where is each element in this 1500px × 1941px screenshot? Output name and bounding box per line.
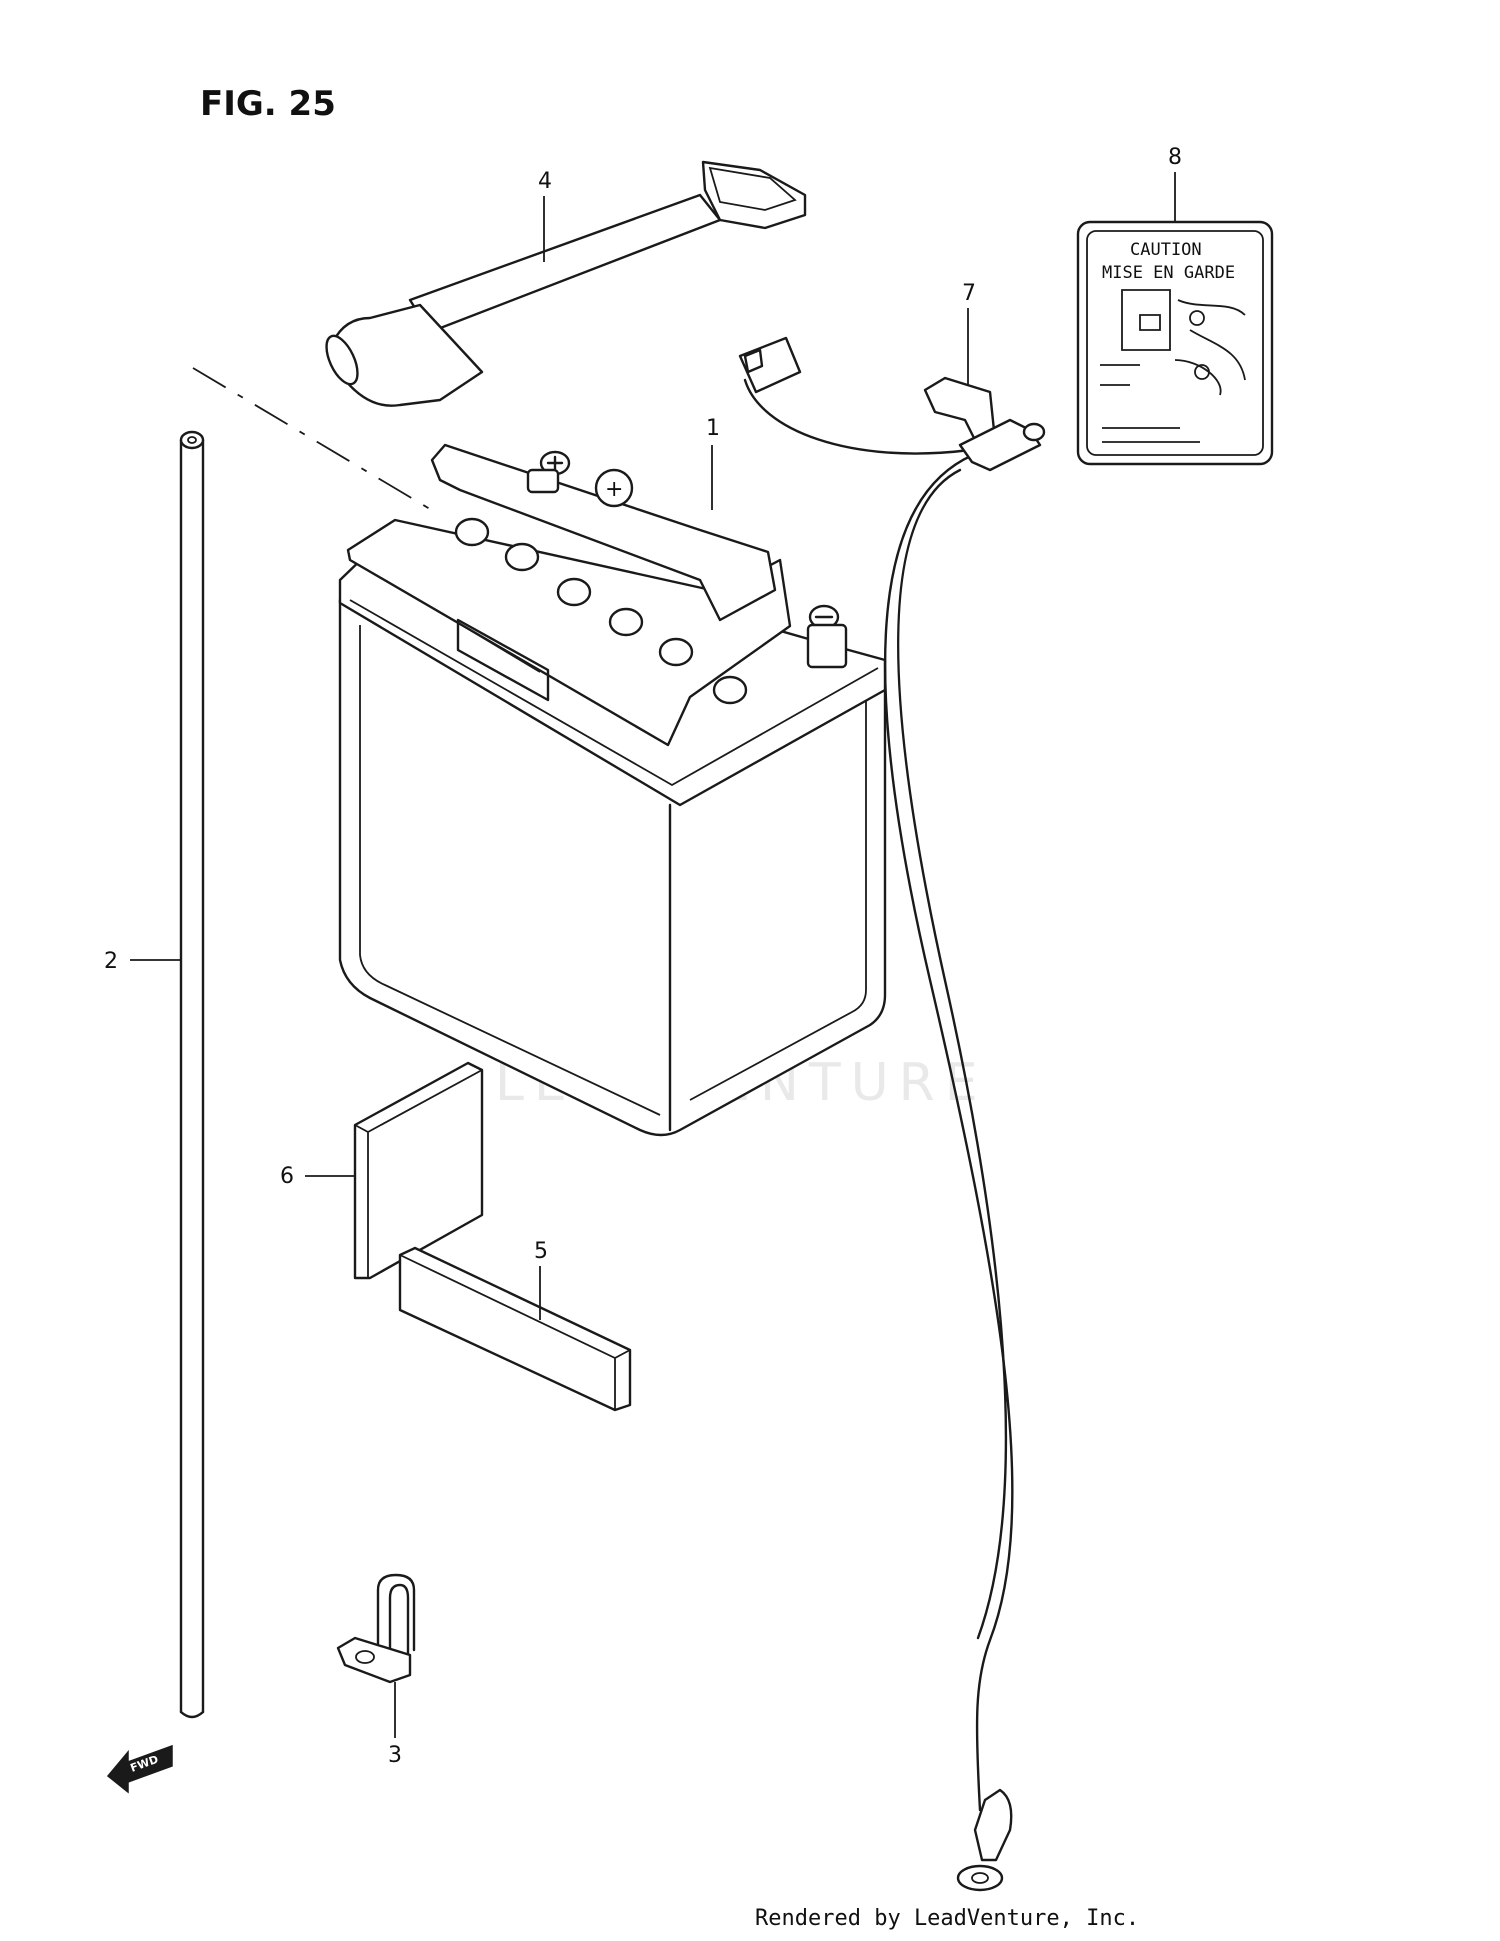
callout-label-5: 5	[534, 1239, 548, 1264]
part-5-pad	[398, 1246, 632, 1412]
part-3-clamp	[336, 1573, 416, 1684]
vent-caps	[454, 517, 748, 705]
fwd-arrow-icon: FWD	[106, 1744, 173, 1794]
callout-1: 1	[706, 416, 720, 510]
part-1-battery: +	[338, 443, 887, 1137]
callout-8: 8	[1168, 145, 1182, 222]
figure-title: FIG. 25	[200, 84, 336, 124]
callout-label-2: 2	[104, 949, 118, 974]
callout-label-1: 1	[706, 416, 720, 441]
part-8-caution-label: CAUTION MISE EN GARDE	[1076, 220, 1274, 466]
callout-label-3: 3	[388, 1743, 402, 1768]
routing-dash-line	[192, 367, 441, 516]
plus-sign: +	[605, 477, 623, 502]
callout-5: 5	[534, 1239, 548, 1320]
caution-line-2: MISE EN GARDE	[1102, 263, 1235, 283]
callout-6: 6	[280, 1164, 354, 1189]
part-4-strap	[325, 160, 807, 407]
callout-label-6: 6	[280, 1164, 294, 1189]
callout-label-7: 7	[962, 281, 976, 306]
callout-7: 7	[962, 281, 976, 385]
part-7-lead-cable	[738, 336, 1046, 1892]
part-2-tube	[179, 430, 205, 1719]
footer-credit: Rendered by LeadVenture, Inc.	[755, 1906, 1139, 1931]
callout-label-8: 8	[1168, 145, 1182, 170]
callout-4: 4	[538, 169, 552, 262]
callout-3: 3	[388, 1682, 402, 1768]
part-6-pad	[353, 1061, 484, 1280]
callout-2: 2	[104, 949, 180, 974]
caution-line-1: CAUTION	[1130, 240, 1202, 260]
callout-label-4: 4	[538, 169, 552, 194]
